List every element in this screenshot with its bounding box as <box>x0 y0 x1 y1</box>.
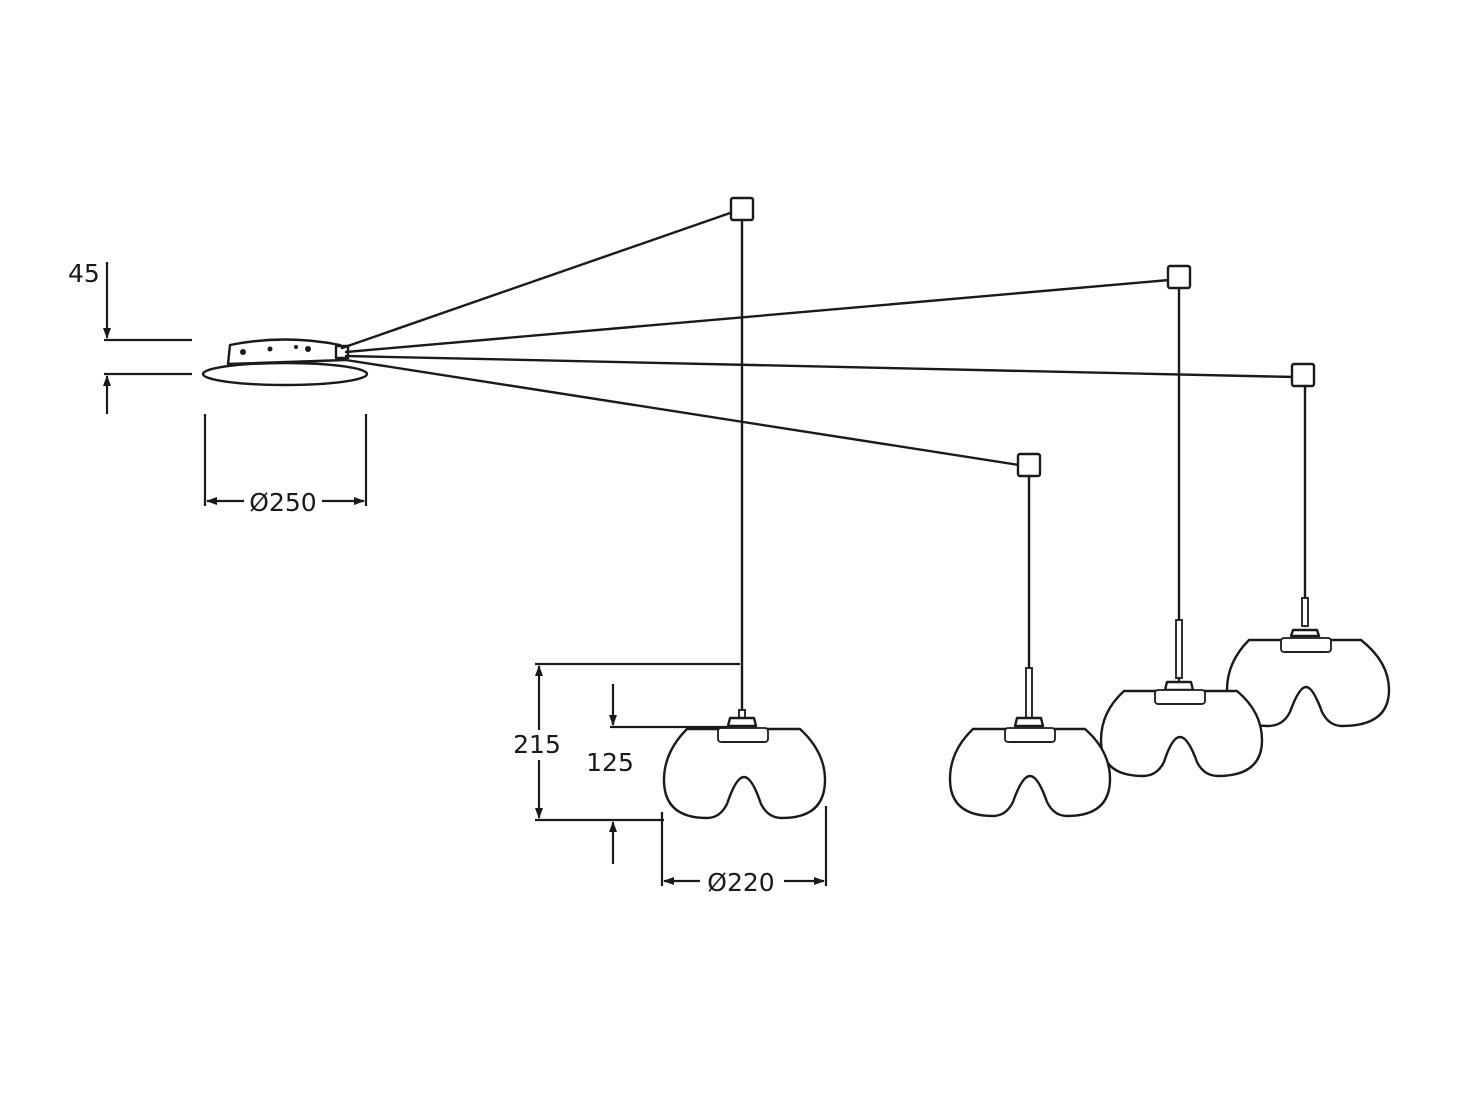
suspension-cables <box>340 210 1296 467</box>
anchor-2 <box>1166 264 1192 290</box>
dimension-label-overall-height: 215 <box>513 730 561 759</box>
drop-cables <box>738 218 1309 725</box>
pendant-shade-3 <box>1099 680 1264 778</box>
pendant-shade-1 <box>662 716 827 820</box>
ceiling-canopy <box>201 338 369 387</box>
dimension-shade-height <box>609 684 728 864</box>
dimension-shade-diameter <box>660 806 828 886</box>
dimension-label-shade-diameter: Ø220 <box>707 868 774 897</box>
ceiling-anchors <box>729 196 1316 478</box>
dimension-canopy-height <box>103 262 192 414</box>
dimension-overall-height <box>535 662 740 822</box>
dimension-label-canopy-diameter: Ø250 <box>249 488 316 517</box>
anchor-1 <box>729 196 755 222</box>
dimension-label-shade-height: 125 <box>586 748 634 777</box>
dimension-canopy-diameter <box>203 414 368 506</box>
anchor-3 <box>1290 362 1316 388</box>
dimension-label-canopy-height: 45 <box>68 259 100 288</box>
pendant-shade-2 <box>948 716 1112 818</box>
anchor-4 <box>1016 452 1042 478</box>
pendant-shade-4 <box>1225 628 1391 728</box>
